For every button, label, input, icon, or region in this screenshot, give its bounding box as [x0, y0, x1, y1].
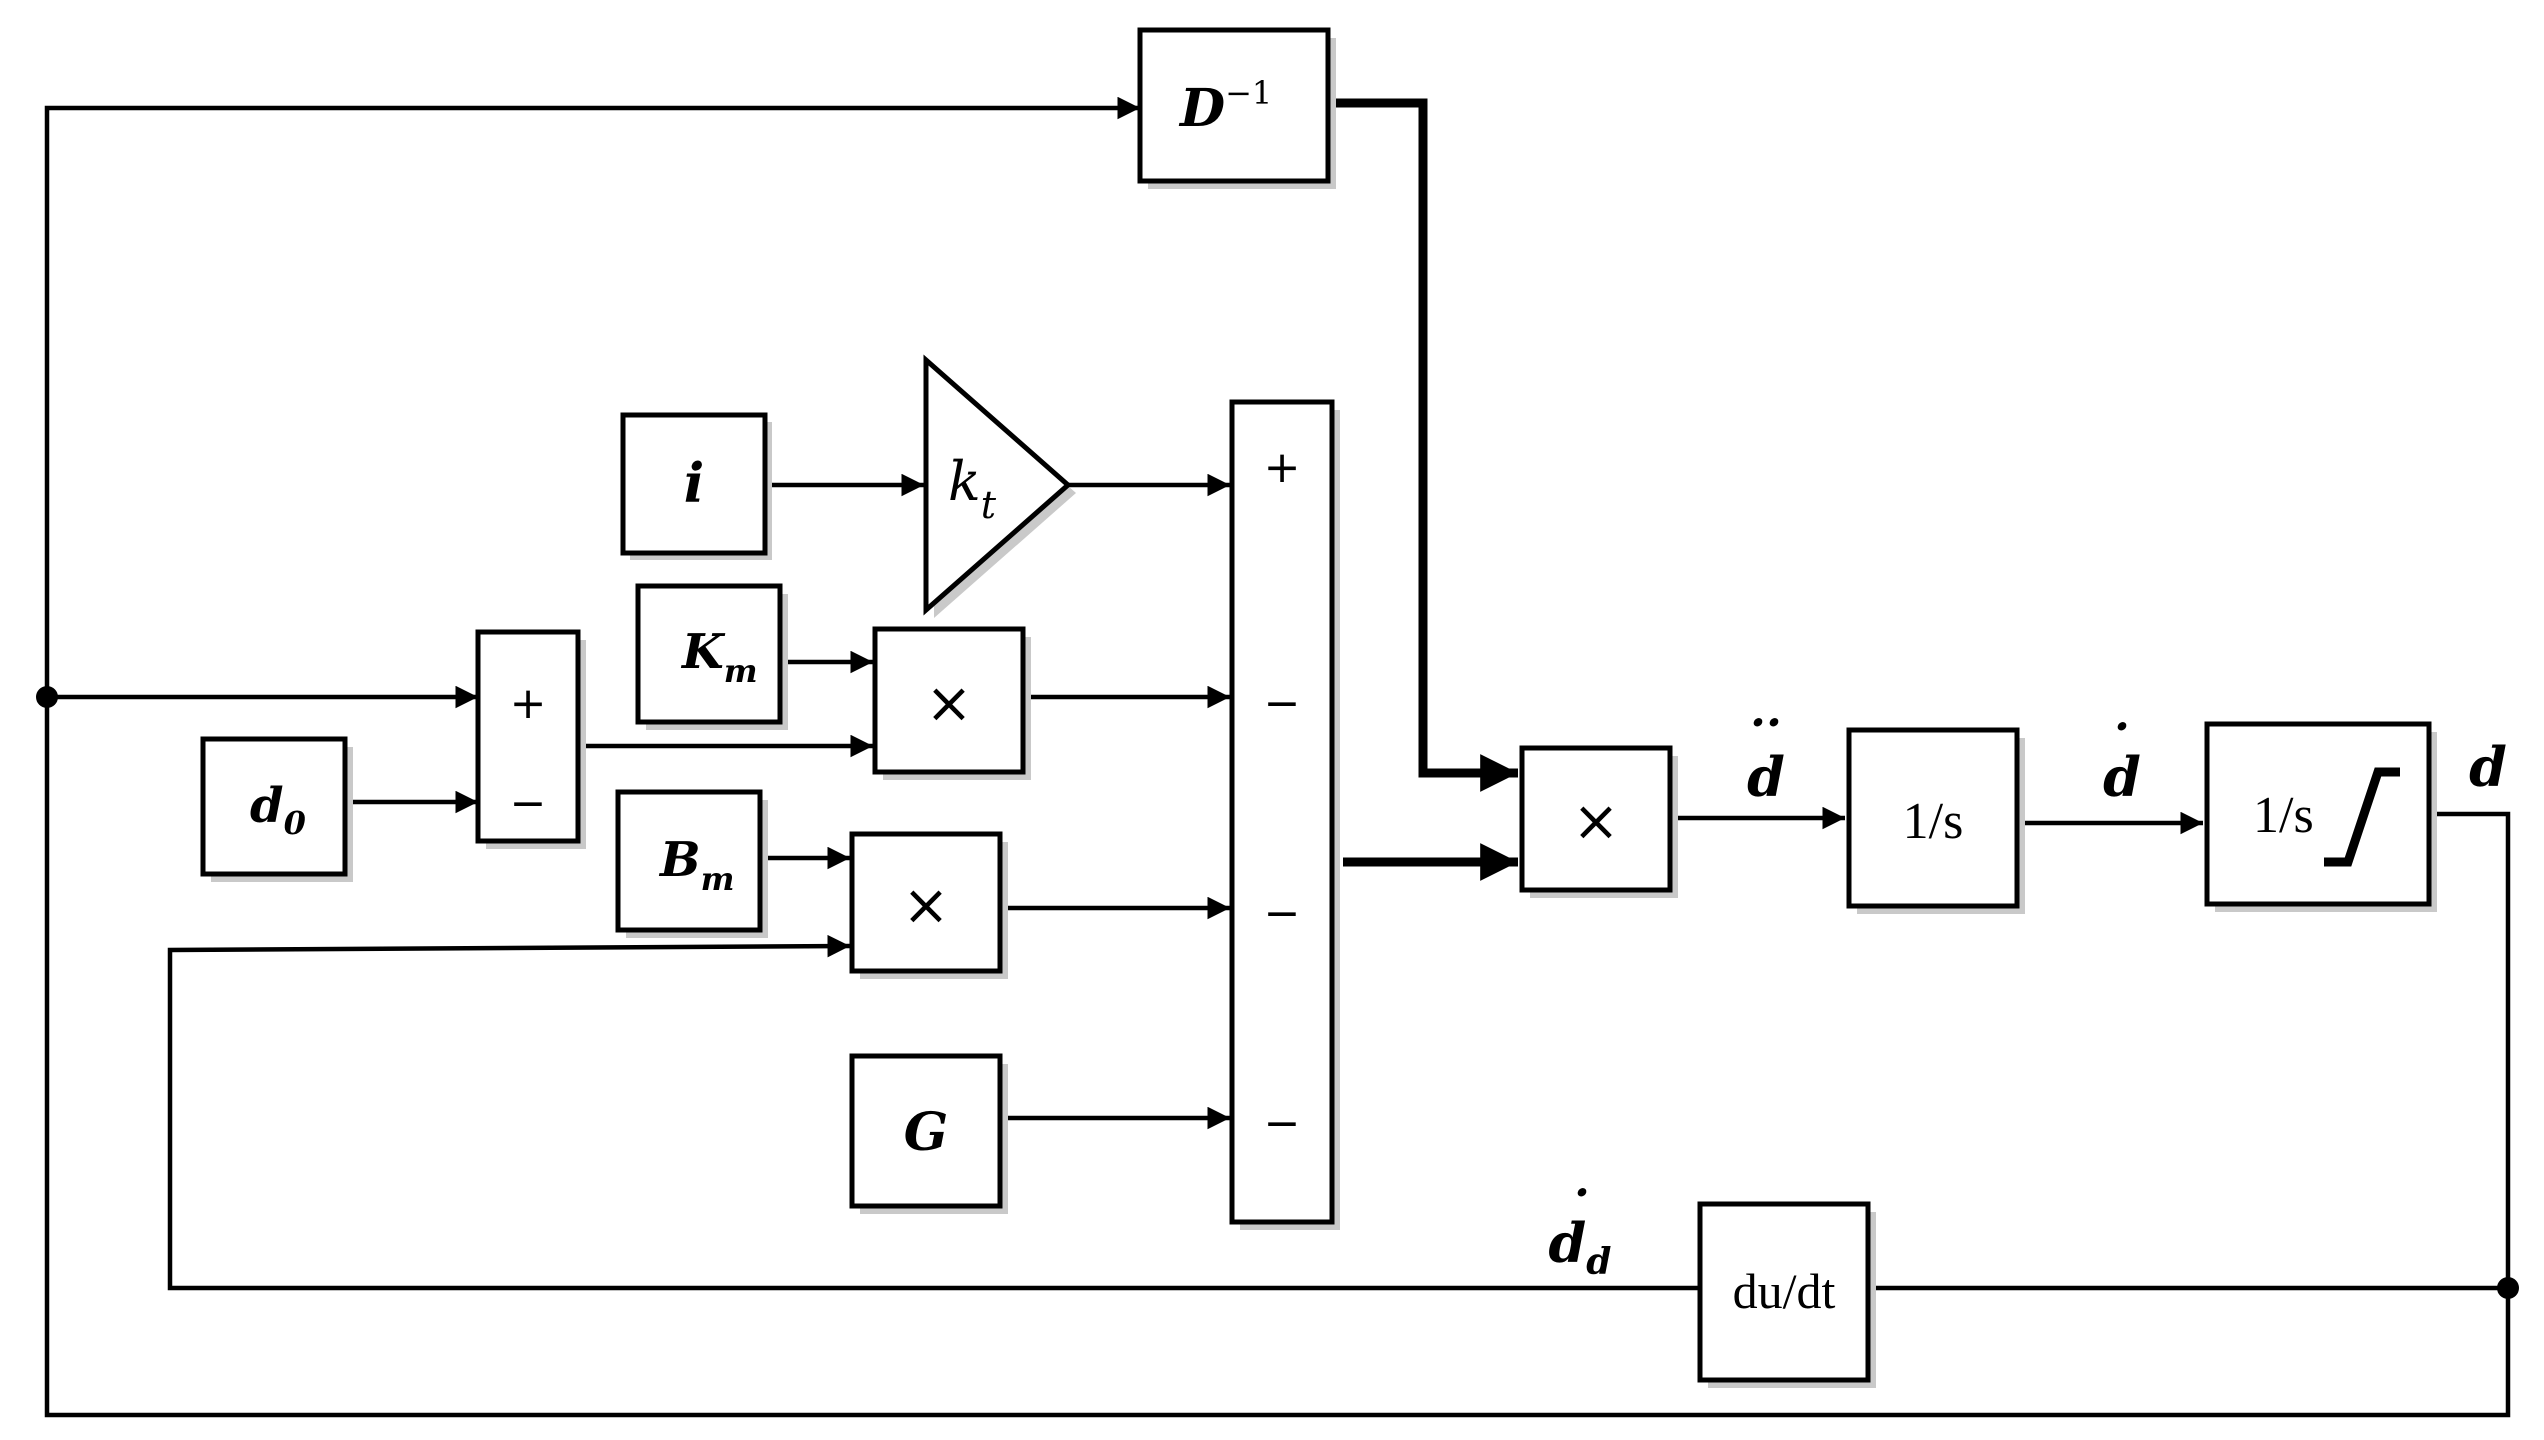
- integrator-1-label: 1/s: [1903, 793, 1964, 850]
- sum-small-sign-plus: +: [510, 678, 547, 729]
- block-multiply-1[interactable]: ×: [872, 626, 1031, 780]
- label-accel: ·· d: [1747, 695, 1785, 809]
- sum-large-sign-1: +: [1264, 442, 1301, 493]
- position-letter: d: [2469, 735, 2507, 799]
- accel-mark: ··: [1750, 695, 1782, 749]
- stiffness-label: Km: [680, 624, 758, 690]
- product-symbol: ×: [1573, 789, 1620, 854]
- block-offset[interactable]: d0: [200, 736, 353, 882]
- accel-letter: d: [1747, 745, 1785, 809]
- saturation-limit-icon: [2324, 767, 2400, 867]
- current-label: i: [684, 451, 705, 515]
- block-product[interactable]: ×: [1519, 745, 1678, 898]
- block-current[interactable]: i: [620, 412, 772, 560]
- label-position: d: [2469, 735, 2507, 799]
- block-integrator-2[interactable]: 1/s: [2204, 721, 2437, 912]
- sum-small-sign-minus: −: [510, 778, 547, 829]
- block-stiffness[interactable]: Km: [635, 583, 788, 730]
- offset-label: d0: [250, 778, 306, 842]
- velocity-letter: d: [2103, 745, 2141, 809]
- block-gain[interactable]: kt: [923, 354, 1076, 618]
- wire-outer-feedback: [44, 96, 2511, 1418]
- gravity-label: G: [904, 1102, 948, 1163]
- vel-d-mark: ·: [1574, 1165, 1590, 1219]
- bus-dinv-to-product: [1336, 98, 1518, 792]
- block-sum-large[interactable]: + − − −: [1229, 399, 1340, 1230]
- d-inverse-label: D−1: [1178, 74, 1272, 139]
- block-d-inverse[interactable]: D−1: [1137, 27, 1336, 189]
- derivative-label: du/dt: [1733, 1263, 1836, 1319]
- block-sum-small[interactable]: + −: [475, 629, 586, 849]
- block-multiply-2[interactable]: ×: [849, 831, 1008, 979]
- label-velocity: · d: [2103, 699, 2141, 809]
- damping-label: Bm: [658, 832, 734, 898]
- block-gravity[interactable]: G: [849, 1053, 1008, 1214]
- block-damping[interactable]: Bm: [615, 789, 768, 938]
- sum-large-sign-3: −: [1264, 888, 1301, 939]
- wire-position-out: [2430, 811, 2511, 1288]
- multiply-1-symbol: ×: [926, 671, 973, 736]
- block-derivative[interactable]: du/dt: [1697, 1201, 1876, 1388]
- multiply-2-symbol: ×: [903, 873, 950, 938]
- label-vel-d: · dd: [1549, 1165, 1612, 1283]
- wire-vel-feedback: [167, 934, 1698, 1291]
- wires: [36, 96, 2519, 1418]
- velocity-mark: ·: [2114, 699, 2130, 753]
- integrator-2-label: 1/s: [2253, 787, 2314, 844]
- vel-d-letter: dd: [1549, 1211, 1612, 1283]
- gain-label: kt: [948, 450, 997, 527]
- block-integrator-1[interactable]: 1/s: [1846, 727, 2025, 914]
- sum-large-sign-2: −: [1264, 678, 1301, 729]
- sum-large-sign-4: −: [1264, 1098, 1301, 1149]
